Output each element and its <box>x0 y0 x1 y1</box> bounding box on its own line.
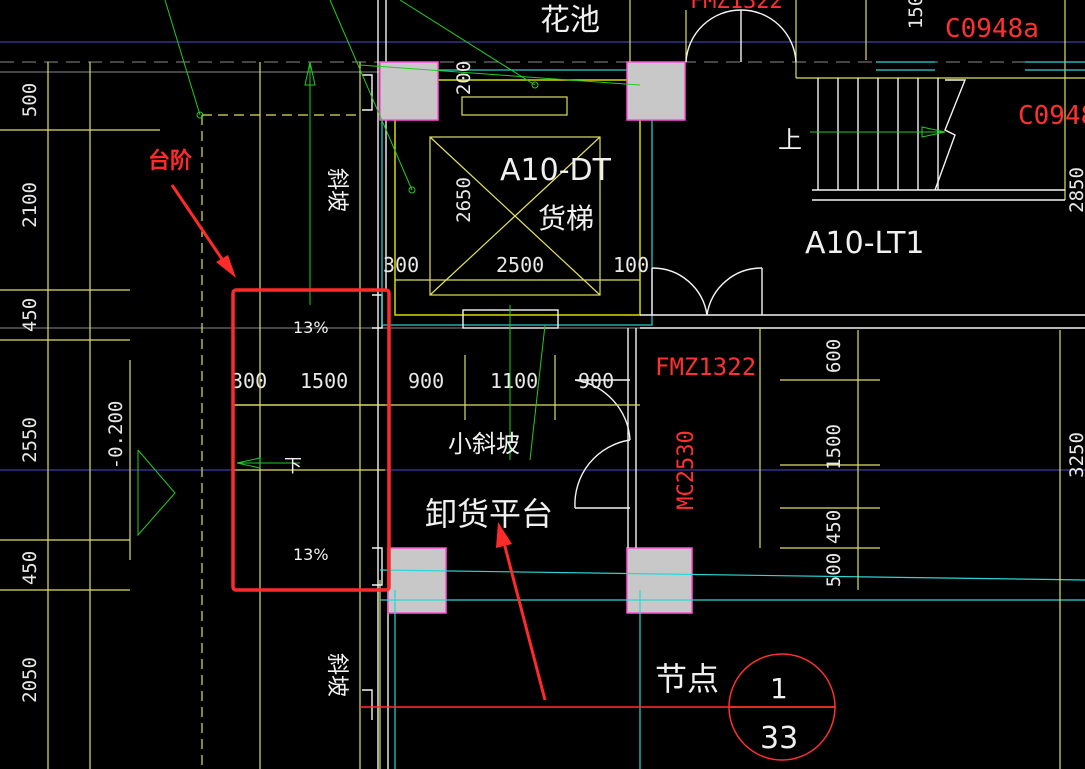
door-arcs <box>574 9 797 509</box>
detail-bubble <box>360 653 836 761</box>
dim-right-450: 450 <box>823 510 845 544</box>
annotation-arrow-1 <box>170 184 236 278</box>
middle-dimension-row <box>233 355 640 420</box>
node-label: 节点 <box>655 660 719 698</box>
ramp-label-lower: 斜坡 <box>324 653 349 697</box>
down-arrow <box>236 457 300 469</box>
dim-left-2550: 2550 <box>19 417 41 463</box>
small-ramp-arrow <box>509 305 546 461</box>
leader-lines <box>164 0 641 194</box>
down-label: 下 <box>284 456 302 477</box>
stair-up-label: 上 <box>778 126 802 154</box>
dim-elev-300: 300 <box>383 253 419 277</box>
elevator-shaft <box>381 69 653 330</box>
platform-label: 卸货平台 <box>425 495 553 533</box>
elevator-name: 货梯 <box>538 202 594 235</box>
dim-right-1500: 1500 <box>823 424 845 470</box>
dim-elev-100: 100 <box>613 253 649 277</box>
stair-treads <box>810 78 1065 201</box>
level-triangle <box>137 449 176 537</box>
annotation-box <box>231 288 391 592</box>
code-fmz-mid: FMZ1322 <box>655 353 756 381</box>
ramp-label-upper: 斜坡 <box>324 168 349 212</box>
right-walls <box>627 0 1085 548</box>
elevator-id: A10-DT <box>500 153 612 188</box>
detail-number: 1 <box>770 672 788 705</box>
dim-row-1500: 1500 <box>300 369 348 393</box>
dim-elev-2650: 2650 <box>453 177 475 223</box>
code-c0948a-1: C0948a <box>945 14 1039 44</box>
dim-row-900a: 900 <box>408 369 444 393</box>
dim-edge-3250: 3250 <box>1066 432 1085 478</box>
slope-top: 13% <box>293 318 329 337</box>
dim-row-900b: 900 <box>578 369 614 393</box>
ramp-walls <box>201 0 389 769</box>
dim-edge-2850: 2850 <box>1066 167 1085 213</box>
cyan-lines-lower <box>379 569 1085 769</box>
dim-left-500: 500 <box>19 83 41 117</box>
column-bottom-right <box>626 547 693 614</box>
dim-row-300: 300 <box>231 369 267 393</box>
detail-sheet: 33 <box>760 721 798 756</box>
code-fmz-top: FMZ1322 <box>690 0 783 14</box>
code-c0948a-2: C0948a <box>1018 101 1085 131</box>
slope-bottom: 13% <box>293 545 329 564</box>
step-symbols <box>362 74 383 720</box>
column-bottom-left <box>387 547 447 614</box>
dim-right-500: 500 <box>823 553 845 587</box>
dim-elev-2500: 2500 <box>496 253 544 277</box>
dim-right-600: 600 <box>823 339 845 373</box>
dim-left-450b: 450 <box>19 551 41 585</box>
column-top-left <box>379 61 439 121</box>
column-top-right <box>626 61 686 121</box>
right-dimension-chain <box>780 330 1061 769</box>
dim-left-2100: 2100 <box>19 182 41 228</box>
dim-left-2050: 2050 <box>19 657 41 703</box>
flower-bed-label: 花池 <box>540 3 600 38</box>
left-dimension-chain <box>0 62 160 769</box>
level-mark: -0.200 <box>105 401 127 470</box>
ramp-arrow-up <box>304 61 316 305</box>
annotation-label: 台阶 <box>148 148 193 174</box>
dim-left-450a: 450 <box>19 298 41 332</box>
dim-top-150: 150 <box>905 0 927 29</box>
annotation-arrow-2 <box>496 522 547 701</box>
dim-elev-200: 200 <box>453 61 475 95</box>
stair-id: A10-LT1 <box>805 226 925 261</box>
code-mc: MC2530 <box>674 430 699 509</box>
window-lines <box>876 61 1085 71</box>
dim-row-1100: 1100 <box>490 369 538 393</box>
small-ramp-label: 小斜坡 <box>448 430 520 458</box>
